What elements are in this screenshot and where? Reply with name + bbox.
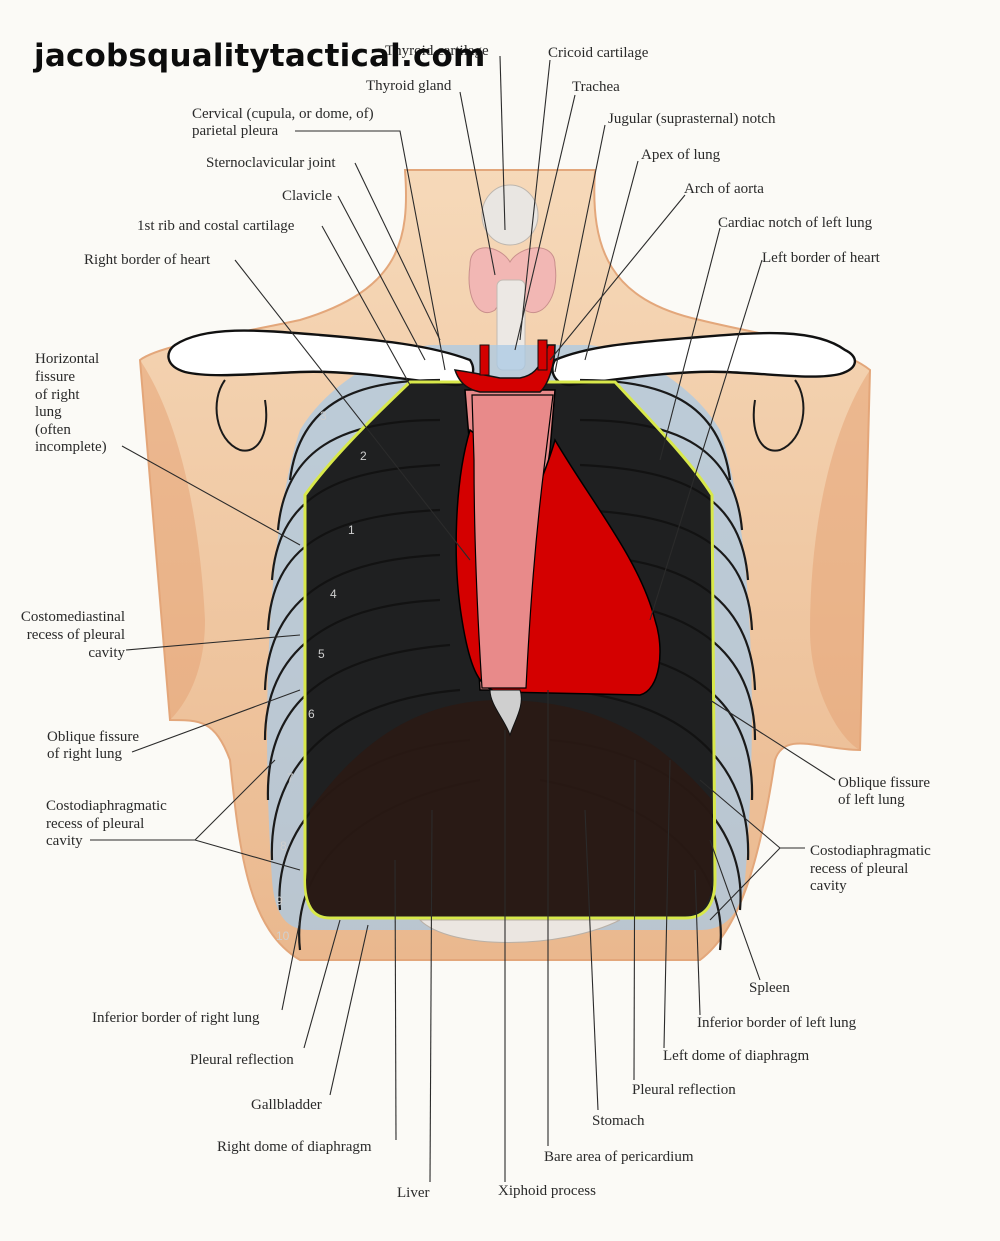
- label-spleen: Spleen: [749, 980, 790, 996]
- label-first-rib: 1st rib and costal cartilage: [137, 218, 295, 234]
- label-oblique-left-1: Oblique fissure: [838, 775, 930, 791]
- label-oblique-left-2: of left lung: [838, 792, 905, 808]
- rib-number-3: 3: [320, 409, 327, 423]
- label-bare-area: Bare area of pericardium: [544, 1149, 694, 1165]
- label-cervical-pleura-1: Cervical (cupula, or dome, of): [192, 106, 374, 122]
- label-cervical-pleura-2: parietal pleura: [192, 123, 279, 139]
- label-clavicle: Clavicle: [282, 188, 332, 204]
- pericardium-overlay-front: [471, 394, 554, 689]
- labels: Thyroid cartilage Cricoid cartilage Thyr…: [21, 43, 931, 1201]
- label-sternoclavicular-joint: Sternoclavicular joint: [206, 155, 336, 171]
- rib-number-6: 6: [308, 707, 315, 721]
- liver-diaphragm-overlay: [306, 700, 712, 916]
- xiphoid-shape: [489, 689, 522, 737]
- label-costomediastinal-1: Costomediastinal: [21, 609, 125, 625]
- label-liver: Liver: [397, 1185, 429, 1201]
- watermark-text: jacobsqualitytactical.com: [34, 38, 486, 74]
- label-horizontal-fissure-3: of right: [35, 387, 80, 403]
- label-costodiaphragmatic-right-1: Costodiaphragmatic: [46, 798, 167, 814]
- rib-number-8: 8: [280, 839, 287, 853]
- right-scapula: [215, 379, 268, 452]
- label-arch-of-aorta: Arch of aorta: [684, 181, 764, 197]
- shoulder-shade-left: [810, 370, 870, 750]
- label-cricoid-cartilage: Cricoid cartilage: [548, 45, 649, 61]
- label-right-border-heart: Right border of heart: [84, 252, 211, 268]
- rib-number-2: 2: [360, 449, 367, 463]
- label-costomediastinal-3: cavity: [88, 645, 125, 661]
- label-stomach: Stomach: [592, 1113, 645, 1129]
- label-costomediastinal-2: recess of pleural: [27, 627, 125, 643]
- rib-number-4: 4: [330, 587, 337, 601]
- rib-number-9: 9: [276, 894, 283, 908]
- label-apex-of-lung: Apex of lung: [641, 147, 721, 163]
- label-right-dome: Right dome of diaphragm: [217, 1139, 372, 1155]
- stomach-contour: [418, 919, 621, 943]
- label-pleural-reflection-right: Pleural reflection: [190, 1052, 294, 1068]
- label-oblique-right-1: Oblique fissure: [47, 729, 139, 745]
- label-inferior-left: Inferior border of left lung: [697, 1015, 857, 1031]
- thyroid-cartilage-shape: [481, 184, 539, 246]
- label-horizontal-fissure-5: (often: [35, 422, 71, 438]
- brachiocephalic-vessel: [479, 344, 490, 376]
- rib-number-1: 1: [348, 523, 355, 537]
- label-horizontal-fissure-2: fissure: [35, 369, 75, 385]
- label-horizontal-fissure-1: Horizontal: [35, 351, 99, 367]
- rib-number-10: 10: [276, 929, 290, 943]
- label-thyroid-gland: Thyroid gland: [366, 78, 452, 94]
- label-jugular-notch: Jugular (suprasternal) notch: [608, 111, 776, 127]
- label-cardiac-notch: Cardiac notch of left lung: [718, 215, 873, 231]
- label-xiphoid: Xiphoid process: [498, 1183, 596, 1199]
- label-horizontal-fissure-4: lung: [35, 404, 62, 420]
- label-oblique-right-2: of right lung: [47, 746, 122, 762]
- label-costodiaphragmatic-right-3: cavity: [46, 833, 83, 849]
- label-left-dome: Left dome of diaphragm: [663, 1048, 810, 1064]
- shoulder-shade-right: [140, 360, 205, 720]
- label-trachea: Trachea: [572, 79, 620, 95]
- leader-lines: [90, 55, 836, 1183]
- label-left-border-heart: Left border of heart: [762, 250, 881, 266]
- label-thyroid-cartilage: Thyroid cartilage: [385, 43, 489, 59]
- rib-number-7: 7: [287, 771, 294, 785]
- label-costodiaphragmatic-right-2: recess of pleural: [46, 816, 144, 832]
- label-gallbladder: Gallbladder: [251, 1097, 322, 1113]
- label-horizontal-fissure-6: incomplete): [35, 439, 107, 455]
- label-costodiaphragmatic-left-1: Costodiaphragmatic: [810, 843, 931, 859]
- aortic-arch: [453, 344, 556, 393]
- rib-number-labels: 1 2 3 4 5 6 7 8 9 10: [276, 409, 367, 943]
- left-subclavian-vessel: [537, 339, 548, 371]
- label-costodiaphragmatic-left-2: recess of pleural: [810, 861, 908, 877]
- rib-number-5: 5: [318, 647, 325, 661]
- label-inferior-right: Inferior border of right lung: [92, 1010, 260, 1026]
- label-pleural-reflection-left: Pleural reflection: [632, 1082, 736, 1098]
- left-scapula: [752, 379, 805, 452]
- label-costodiaphragmatic-left-3: cavity: [810, 878, 847, 894]
